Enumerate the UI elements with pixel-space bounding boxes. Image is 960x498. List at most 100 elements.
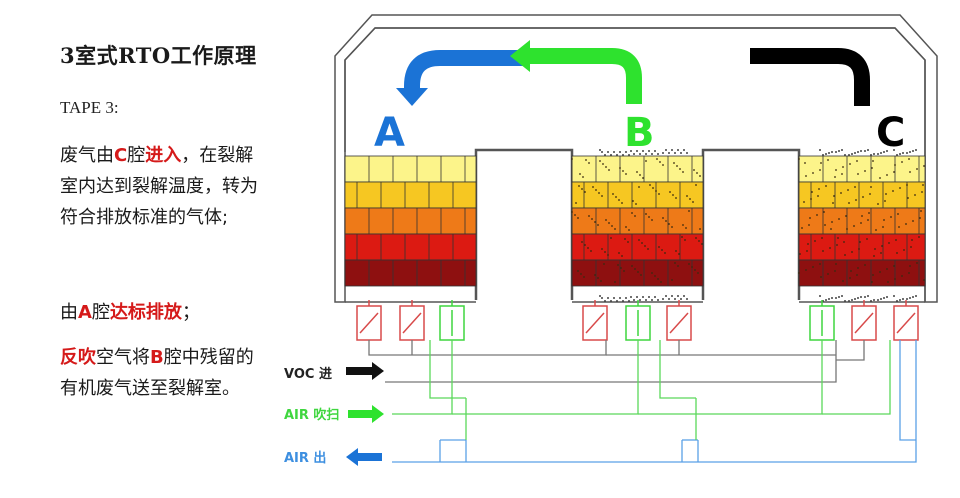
particle-dot: [844, 300, 846, 302]
particle-dot: [885, 193, 887, 195]
particle-dot: [882, 226, 884, 228]
particle-dot: [630, 296, 632, 298]
particle-dot: [699, 228, 701, 230]
air-out-pipe: [392, 340, 917, 463]
valve-closed: [893, 300, 919, 341]
particle-dot: [862, 196, 864, 198]
particle-dot: [916, 262, 918, 264]
particle-dot: [871, 167, 873, 169]
particle-dot: [816, 214, 818, 216]
particle-dot: [675, 197, 677, 199]
particle-dot: [868, 212, 870, 214]
particle-dot: [581, 188, 583, 190]
particle-dot: [833, 195, 835, 197]
particle-dot: [580, 273, 582, 275]
particle-dot: [875, 229, 877, 231]
bed-layer: [344, 259, 477, 287]
particle-dot: [607, 254, 609, 256]
particle-dot: [886, 268, 888, 270]
particle-dot: [616, 300, 618, 302]
particle-dot: [581, 241, 583, 243]
particle-dot: [857, 297, 859, 299]
particle-dot: [856, 160, 858, 162]
particle-dot: [668, 223, 670, 225]
particle-dot: [632, 200, 634, 202]
particle-dot: [664, 252, 666, 254]
particle-dot: [799, 253, 801, 255]
particle-dot: [691, 266, 693, 268]
particle-dot: [834, 270, 836, 272]
particle-dot: [848, 300, 850, 302]
particle-dot: [803, 201, 805, 203]
partition-right: [701, 148, 801, 300]
particle-dot: [830, 228, 832, 230]
air-blow-pipe: [659, 340, 696, 399]
particle-dot: [674, 262, 676, 264]
bed-layer: [344, 155, 477, 183]
particle-dot: [678, 253, 680, 255]
particle-dot: [640, 274, 642, 276]
particle-dot: [635, 203, 637, 205]
particle-dot: [631, 265, 633, 267]
particle-dot: [915, 149, 917, 151]
particle-dot: [651, 299, 653, 301]
particle-dot: [671, 295, 673, 297]
particle-dot: [648, 296, 650, 298]
particle-dot: [805, 175, 807, 177]
particle-dot: [660, 281, 662, 283]
particle-dot: [847, 189, 849, 191]
particle-dot: [869, 193, 871, 195]
particle-dot: [864, 150, 866, 152]
bed-layer: [798, 207, 926, 235]
particle-dot: [621, 255, 623, 257]
particle-dot: [909, 297, 911, 299]
particle-dot: [622, 154, 624, 156]
particle-dot: [669, 191, 671, 193]
tape-label: TAPE 3:: [60, 98, 119, 117]
particle-dot: [812, 172, 814, 174]
particle-dot: [841, 173, 843, 175]
particle-dot: [579, 173, 581, 175]
air-blow-arrow-icon: [348, 405, 384, 423]
particle-dot: [694, 269, 696, 271]
particle-dot: [851, 153, 853, 155]
particle-dot: [823, 211, 825, 213]
particle-dot: [825, 185, 827, 187]
particle-dot: [604, 154, 606, 156]
particle-dot: [696, 172, 698, 174]
particle-dot: [798, 272, 800, 274]
particle-dot: [698, 240, 700, 242]
particle-dot: [867, 295, 869, 297]
particle-dot: [599, 160, 601, 162]
particle-dot: [577, 270, 579, 272]
particle-dot: [674, 152, 676, 154]
particle-dot: [886, 174, 888, 176]
particle-dot: [912, 296, 914, 298]
description-panel: 3室式RTO工作原理 TAPE 3: 废气由C腔进入，在裂解室内达到裂解温度，转…: [0, 0, 320, 498]
combustion-chamber: [344, 27, 926, 152]
voc-pipe: [385, 340, 837, 383]
particle-dot: [571, 158, 573, 160]
particle-dot: [881, 245, 883, 247]
particle-dot: [671, 279, 673, 281]
particle-dot: [608, 169, 610, 171]
particle-dot: [835, 169, 837, 171]
particle-dot: [905, 223, 907, 225]
particle-dot: [616, 154, 618, 156]
particle-dot: [870, 186, 872, 188]
chamber-c-label: C: [876, 110, 905, 156]
particle-dot: [806, 250, 808, 252]
partition-left: [474, 148, 574, 300]
particle-dot: [688, 263, 690, 265]
particle-dot: [619, 151, 621, 153]
particle-dot: [857, 151, 859, 153]
particle-dot: [844, 154, 846, 156]
particle-dot: [908, 158, 910, 160]
particle-dot: [623, 270, 625, 272]
particle-dot: [872, 274, 874, 276]
particle-dot: [657, 278, 659, 280]
green-flow-arrow: [528, 48, 642, 104]
particle-dot: [836, 244, 838, 246]
particle-dot: [896, 300, 898, 302]
particle-dot: [628, 154, 630, 156]
